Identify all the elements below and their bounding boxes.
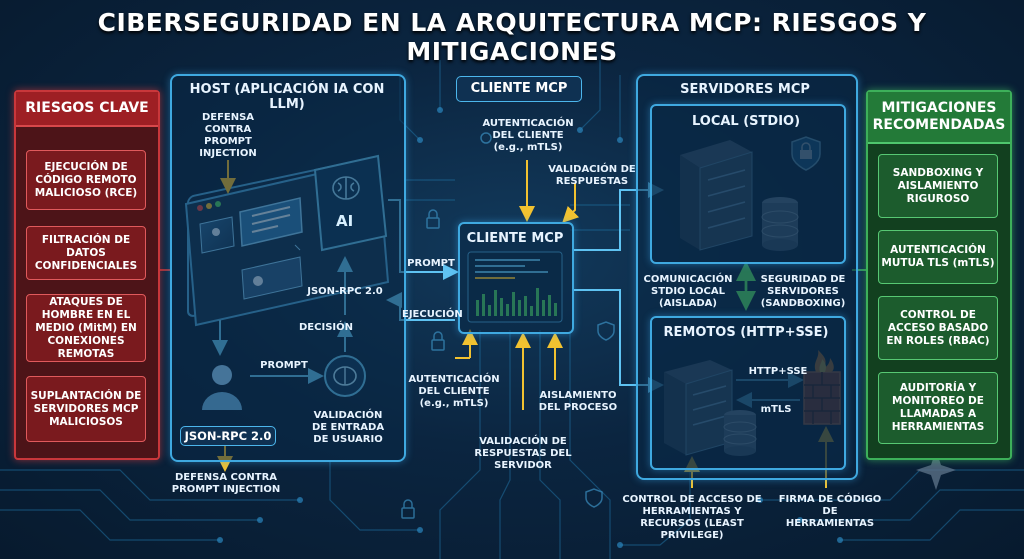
access-control-label: CONTROL DE ACCESO DE HERRAMIENTAS Y RECU… — [622, 494, 762, 541]
mitigations-heading: MITIGACIONES RECOMENDADAS — [868, 92, 1010, 144]
client-tag: CLIENTE MCP — [456, 76, 582, 102]
host-defense-top-label: DEFENSA CONTRA PROMPT INJECTION — [199, 112, 257, 159]
http-sse-label: HTTP+SSE — [748, 366, 808, 377]
client-server-response-validation-label: VALIDACIÓN DE RESPUESTAS DEL SERVIDOR — [474, 436, 572, 471]
host-defense-bottom-label: DEFENSA CONTRA PROMPT INJECTION — [171, 472, 281, 495]
client-response-validation-label: VALIDACIÓN DE RESPUESTAS — [548, 164, 636, 187]
client-prompt-label: PROMPT — [407, 258, 455, 269]
host-jsonrpc-label: JSON-RPC 2.0 — [307, 286, 383, 297]
mitigation-item-rbac: CONTROL DE ACCESO BASADO EN ROLES (RBAC) — [878, 296, 998, 360]
local-server-box — [650, 104, 846, 264]
mitigation-item-sandboxing: SANDBOXING Y AISLAMIENTO RIGUROSO — [878, 154, 998, 218]
mitigation-item-audit: AUDITORÍA Y MONITOREO DE LLAMADAS A HERR… — [878, 372, 998, 444]
client-process-isolation-label: AISLAMIENTO DEL PROCESO — [538, 390, 618, 413]
host-prompt-label: PROMPT — [260, 360, 308, 371]
risk-item-mitm: ATAQUES DE HOMBRE EN EL MEDIO (MitM) EN … — [26, 294, 146, 362]
client-box-title: CLIENTE MCP — [466, 231, 564, 246]
mtls-label: mTLS — [760, 404, 792, 415]
servers-title: SERVIDORES MCP — [680, 82, 810, 97]
code-signing-label: FIRMA DE CÓDIGO DE HERRAMIENTAS — [778, 494, 882, 529]
client-auth-top-label: AUTENTICACIÓN DEL CLIENTE (e.g., mTLS) — [482, 118, 574, 153]
remote-server-box — [650, 316, 846, 470]
client-execution-label: EJECUCIÓN — [402, 309, 463, 320]
server-security-label: SEGURIDAD DE SERVIDORES (SANDBOXING) — [760, 274, 846, 309]
client-box — [458, 222, 574, 334]
ai-label: AI — [336, 212, 354, 230]
risks-heading: RIESGOS CLAVE — [16, 92, 158, 127]
risk-item-data-leak: FILTRACIÓN DE DATOS CONFIDENCIALES — [26, 226, 146, 280]
client-auth-bottom-label: AUTENTICACIÓN DEL CLIENTE (e.g., mTLS) — [408, 374, 500, 409]
sparkle-icon — [916, 450, 956, 490]
host-jsonrpc-box: JSON-RPC 2.0 — [180, 426, 276, 446]
local-server-title: LOCAL (STDIO) — [691, 114, 801, 129]
host-box — [170, 74, 406, 462]
mitigation-item-mtls: AUTENTICACIÓN MUTUA TLS (mTLS) — [878, 230, 998, 284]
remote-server-title: REMOTOS (HTTP+SSE) — [663, 325, 829, 340]
risk-item-rce: EJECUCIÓN DE CÓDIGO REMOTO MALICIOSO (RC… — [26, 150, 146, 210]
stdio-communication-label: COMUNICACIÓN STDIO LOCAL (AISLADA) — [643, 274, 733, 309]
page-title: CIBERSEGURIDAD EN LA ARQUITECTURA MCP: R… — [97, 8, 927, 66]
risk-item-spoofing: SUPLANTACIÓN DE SERVIDORES MCP MALICIOSO… — [26, 376, 146, 442]
risks-panel: RIESGOS CLAVE EJECUCIÓN DE CÓDIGO REMOTO… — [14, 90, 160, 460]
host-title: HOST (APLICACIÓN IA CON LLM) — [189, 82, 385, 112]
host-decision-label: DECISIÓN — [299, 322, 353, 333]
host-validation-label: VALIDACIÓN DE ENTRADA DE USUARIO — [311, 410, 385, 445]
mitigations-panel: MITIGACIONES RECOMENDADAS SANDBOXING Y A… — [866, 90, 1012, 460]
